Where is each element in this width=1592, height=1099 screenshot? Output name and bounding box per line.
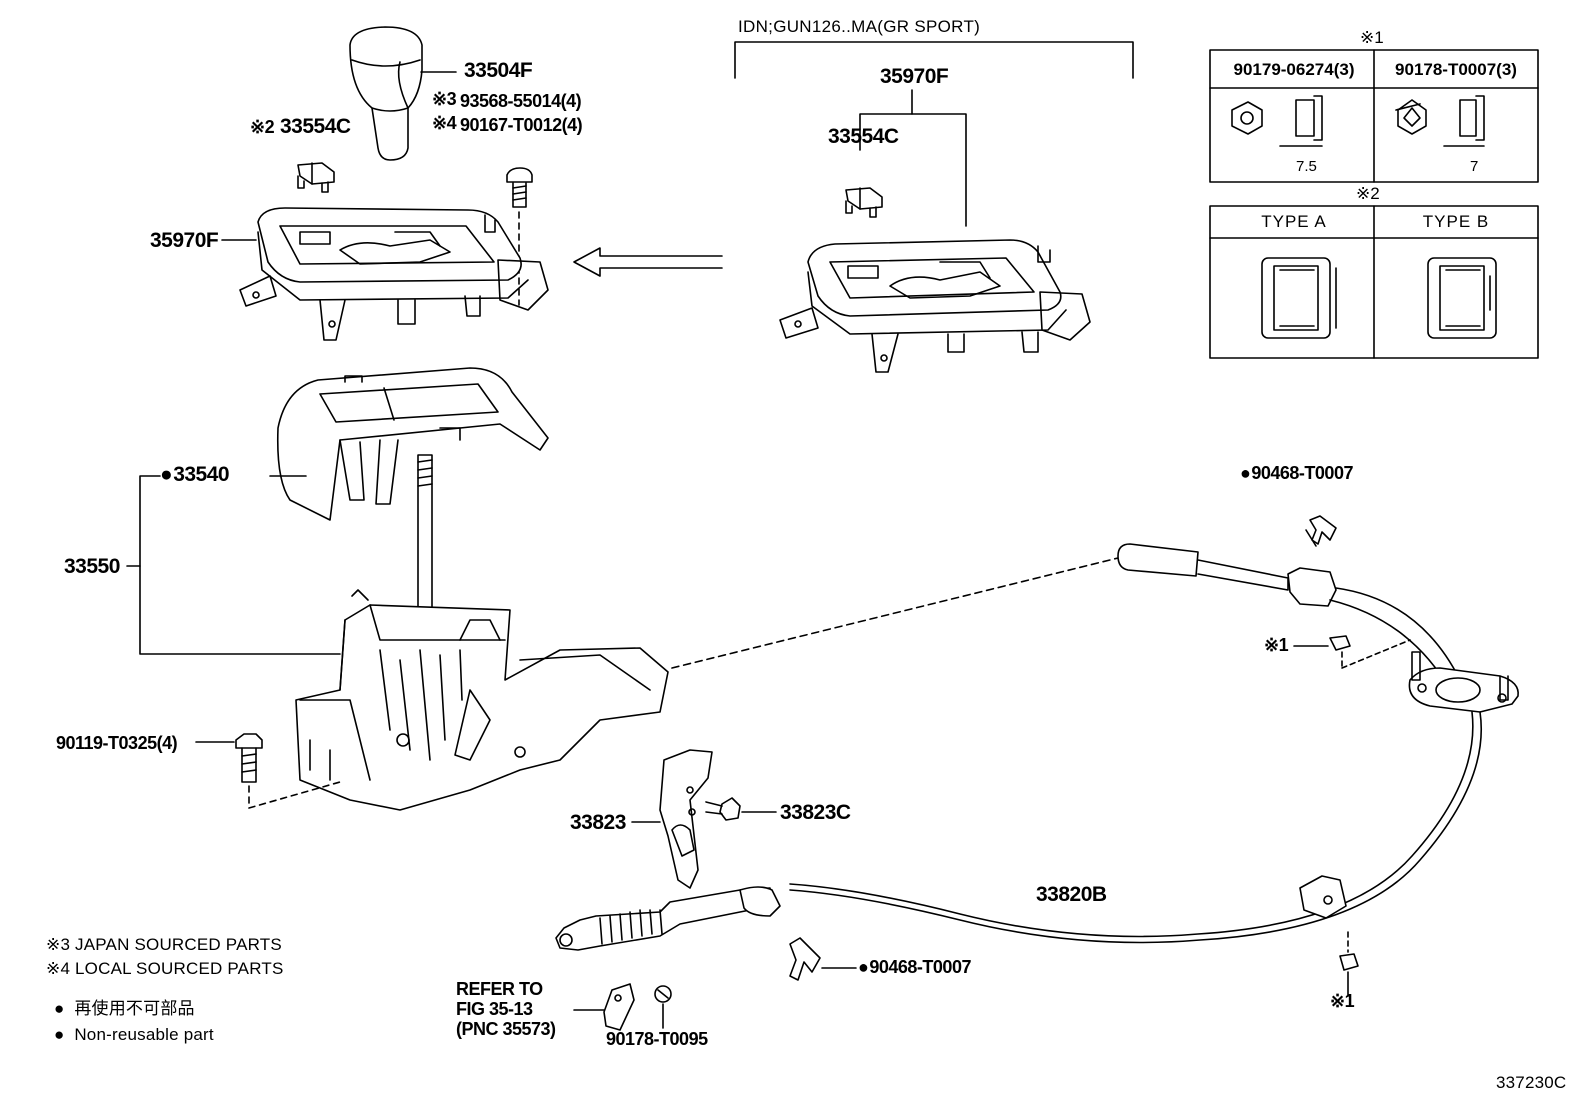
note-nonreusable-jp-text: 再使用不可部品 — [74, 999, 195, 1018]
label-nut-mark-2: ※1 — [1330, 991, 1355, 1011]
label-indicator-left-mark: ※2 — [250, 117, 275, 137]
label-knob: 33504F — [464, 59, 533, 82]
assembly-bracket — [126, 475, 341, 655]
label-cover: 33540 — [160, 464, 229, 485]
table-2-col2: TYPE B — [1422, 212, 1490, 231]
shift-assembly-drawing — [295, 589, 669, 811]
label-bolt: 90119-T0325(4) — [56, 733, 178, 753]
housing-right-leader — [859, 89, 967, 227]
note-nonreusable-en-text: Non-reusable part — [74, 1025, 214, 1044]
mounting-plate-drawing — [1408, 651, 1519, 713]
table-2-col1: TYPE A — [1261, 212, 1327, 231]
table-2-mark: ※2 — [1356, 184, 1380, 203]
label-local-screw: 90167-T0012(4) — [460, 115, 583, 135]
bolt-left-drawing — [195, 733, 341, 809]
note-nonreusable-jp: ● 再使用不可部品 — [54, 1000, 195, 1017]
indicator-right-drawing — [845, 187, 883, 218]
table-1-dim1: 7.5 — [1296, 158, 1317, 175]
label-indicator-right: 33554C — [828, 125, 899, 148]
cable-bracket-drawing — [573, 983, 672, 1031]
housing-left-drawing — [221, 207, 549, 341]
label-refer-2: FIG 35-13 — [456, 999, 533, 1019]
label-assembly: 33550 — [64, 555, 120, 578]
table-1-frame — [1209, 49, 1539, 183]
table-1-col2: 90178-T0007(3) — [1395, 60, 1517, 79]
clip-top-drawing — [1305, 515, 1337, 547]
screw-drawing — [506, 167, 533, 306]
shift-knob-drawing — [349, 26, 457, 161]
label-refer-1: REFER TO — [456, 979, 543, 999]
table-1-mark: ※1 — [1360, 28, 1384, 47]
label-refer-3: (PNC 35573) — [456, 1019, 556, 1039]
label-bracket-bolt: 33823C — [780, 801, 851, 824]
figure-id: 337230C — [1496, 1073, 1567, 1092]
note-local: ※4 LOCAL SOURCED PARTS — [46, 959, 284, 978]
table-2-frame — [1209, 205, 1539, 359]
bullet-icon: ● — [54, 999, 65, 1018]
clip-bottom-drawing — [789, 937, 857, 981]
nut-lower-right-drawing — [1339, 931, 1359, 997]
bullet-icon: ● — [54, 1025, 65, 1044]
bracket-bolt-drawing — [705, 797, 777, 821]
label-nut-mark-1: ※1 — [1264, 635, 1289, 655]
label-japan-screw: 93568-55014(4) — [460, 91, 582, 111]
label-japan-mark: ※3 — [432, 89, 457, 109]
nut-upper-drawing — [1293, 635, 1411, 669]
bracket-drawing — [631, 749, 713, 889]
control-cable-drawing — [555, 711, 1483, 951]
table-1-col1: 90179-06274(3) — [1233, 60, 1355, 79]
housing-right-drawing — [779, 239, 1091, 373]
label-bracket: 33823 — [570, 811, 626, 834]
lever-rod-drawing — [417, 454, 433, 621]
label-clip-top: 90468-T0007 — [1240, 464, 1353, 482]
cable-upper-end-drawing — [1117, 543, 1461, 691]
label-housing-right: 35970F — [880, 65, 949, 88]
cover-drawing — [269, 367, 549, 521]
arrow-icon — [573, 247, 723, 277]
label-cable: 33820B — [1036, 883, 1107, 906]
indicator-left-drawing — [297, 162, 335, 193]
cable-guide-line — [671, 557, 1119, 669]
label-housing-left: 35970F — [150, 229, 219, 252]
variant-bracket — [734, 41, 1134, 79]
label-nut-lower: 90178-T0095 — [606, 1029, 708, 1049]
table-1-dim2: 7 — [1470, 158, 1479, 175]
label-clip-bottom: 90468-T0007 — [858, 958, 971, 976]
label-variant: IDN;GUN126..MA(GR SPORT) — [738, 17, 981, 36]
label-indicator-left: 33554C — [280, 115, 351, 138]
note-japan: ※3 JAPAN SOURCED PARTS — [46, 935, 282, 954]
label-local-mark: ※4 — [432, 113, 457, 133]
note-nonreusable-en: ● Non-reusable part — [54, 1026, 214, 1043]
